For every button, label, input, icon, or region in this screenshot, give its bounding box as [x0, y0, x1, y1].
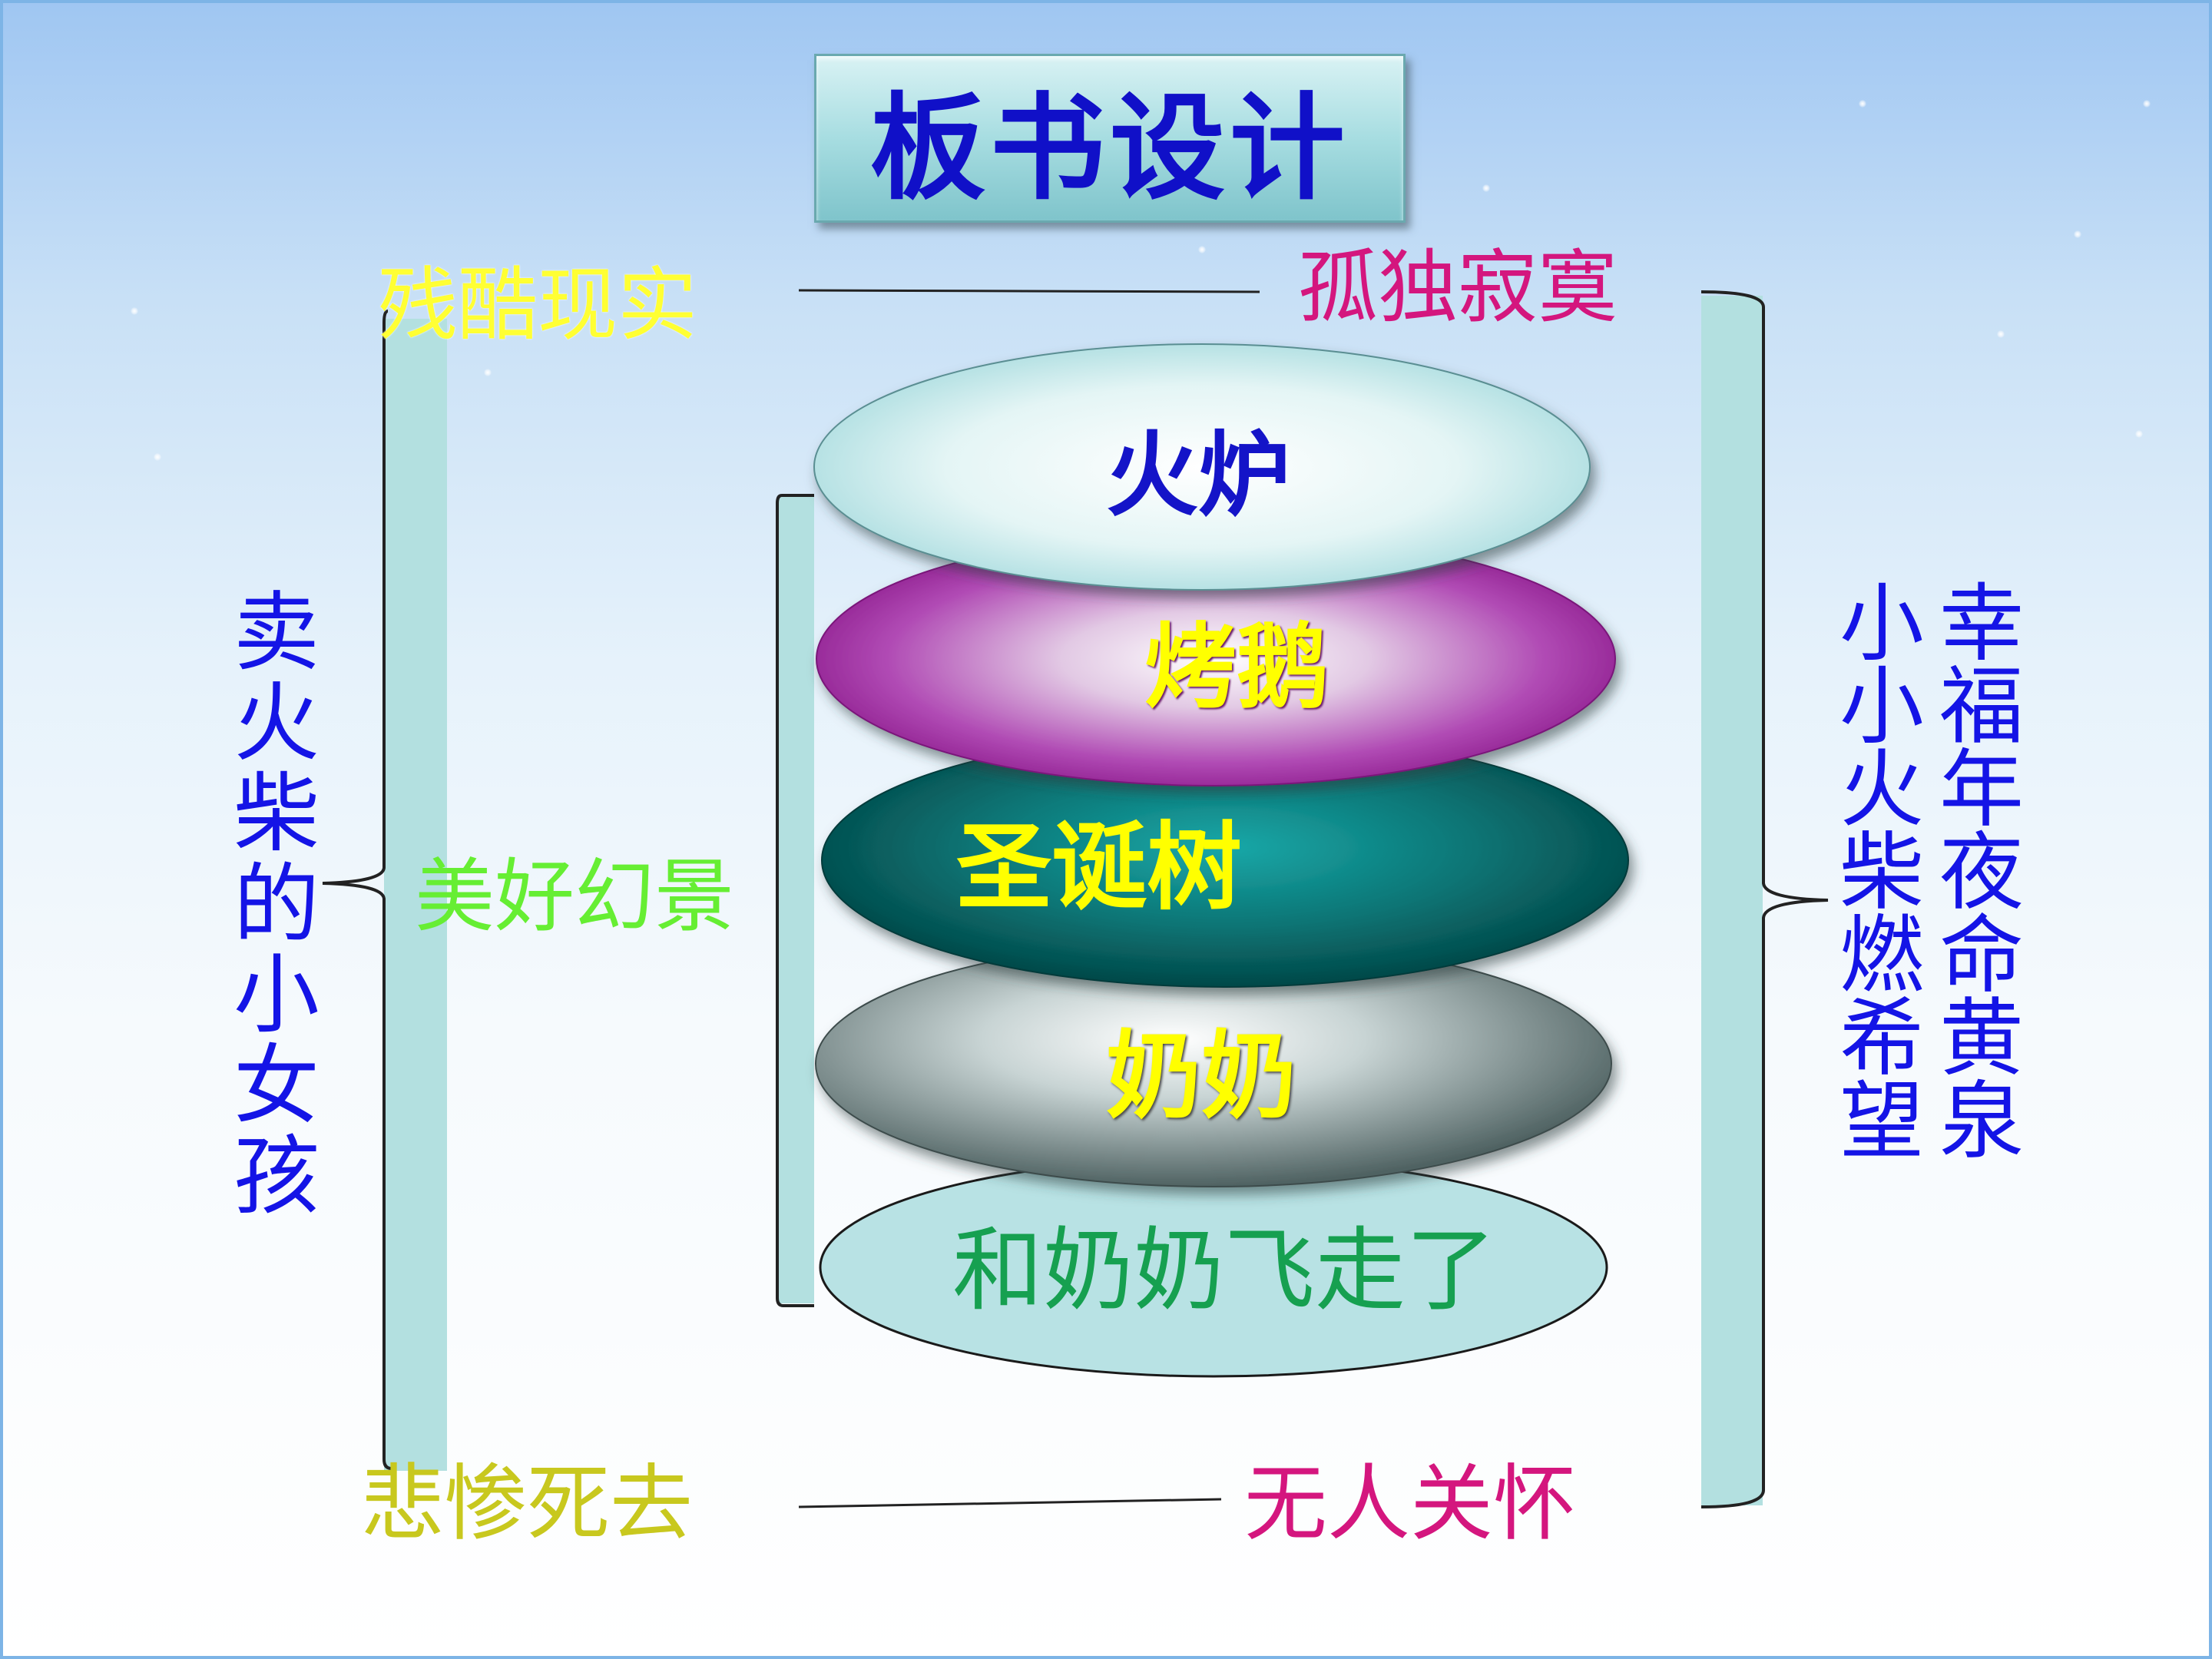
- no-care-label: 无人关怀: [1244, 1456, 1577, 1552]
- sparkle: [131, 307, 138, 315]
- vision-2-text: 烤鹅: [1144, 614, 1329, 721]
- page-title: 板书设计: [869, 80, 1349, 216]
- left-bracket: [322, 310, 392, 1470]
- vision-1-text: 火炉: [1106, 422, 1290, 529]
- sparkle: [1198, 246, 1206, 253]
- top-connector-line: [798, 289, 1260, 293]
- left-bracket-bar: [384, 319, 447, 1471]
- middle-bracket-bar: [777, 495, 814, 1303]
- vision-3-text: 圣诞树: [956, 813, 1243, 923]
- fate-vertical-label: 幸福年夜命黄泉: [1939, 575, 2024, 1171]
- sparkle: [1482, 184, 1490, 192]
- hope-vertical-label: 小小火柴燃希望: [1839, 575, 1924, 1171]
- vision-ellipse-1: [813, 343, 1591, 591]
- vision-4-text: 奶奶: [1106, 1022, 1297, 1132]
- right-bracket-bar: [1701, 296, 1763, 1505]
- sparkle: [1859, 100, 1866, 108]
- death-label: 悲惨死去: [361, 1456, 694, 1552]
- vision-label: 美好幻景: [415, 849, 735, 943]
- title-box: 板书设计: [814, 54, 1406, 223]
- middle-bracket: [776, 494, 814, 1307]
- right-bracket: [1700, 290, 1829, 1508]
- sparkle: [484, 369, 492, 376]
- sparkle: [154, 453, 161, 461]
- lonely-label: 孤独寂寞: [1298, 240, 1618, 334]
- vision-5-text: 和奶奶飞走了: [952, 1217, 1497, 1323]
- girl-vertical-label: 卖火柴的小女孩: [233, 583, 320, 1227]
- sparkle: [2143, 100, 2151, 108]
- sparkle: [2074, 230, 2081, 238]
- bottom-connector-line: [798, 1498, 1222, 1508]
- sparkle: [1997, 330, 2005, 338]
- reality-label: 残酷现实: [378, 258, 698, 352]
- sparkle: [2135, 430, 2143, 438]
